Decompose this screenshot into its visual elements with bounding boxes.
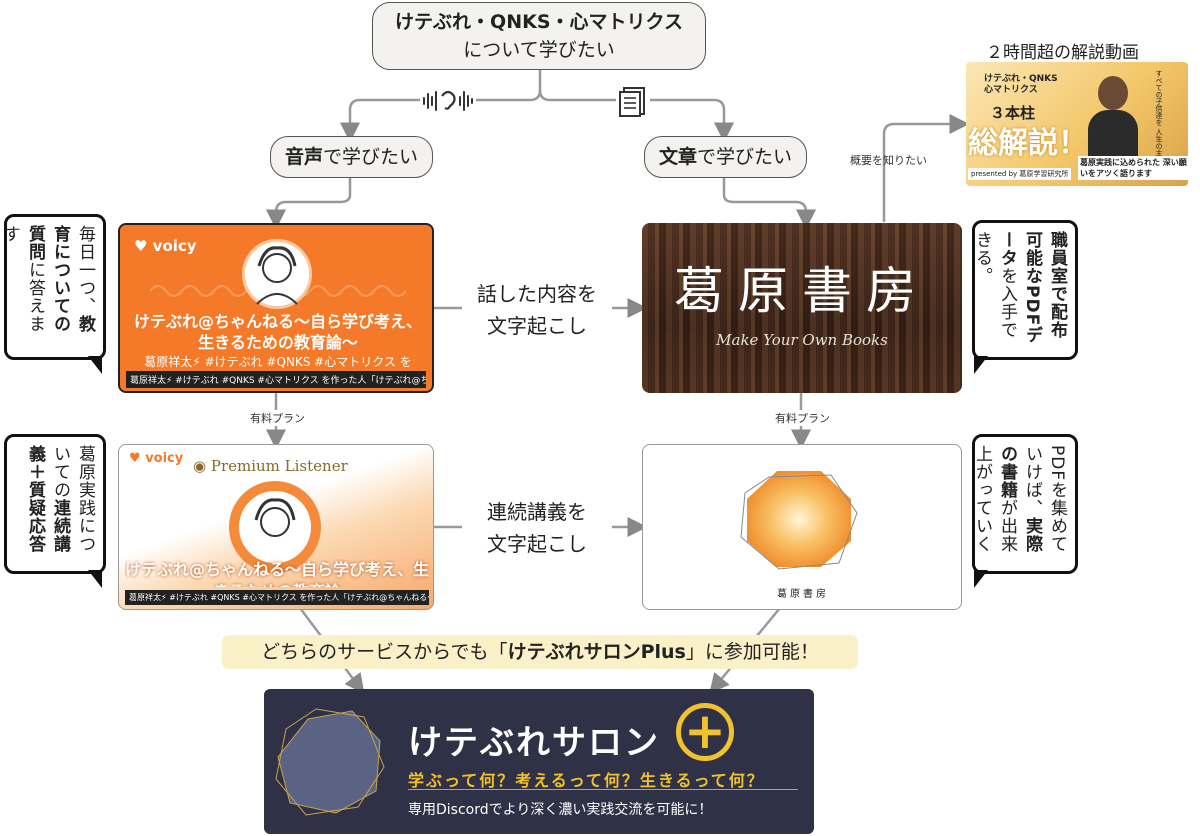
voicy-premium-logo-text: voicy — [145, 451, 184, 466]
bubble3-text-d: を入 — [997, 267, 1017, 303]
premium-badge: ◉ Premium Listener — [193, 457, 348, 475]
kuzuhara-shobo-card[interactable]: 葛原書房 Make Your Own Books — [642, 223, 962, 393]
bubble2-text-c: 連続講義＋ — [25, 445, 70, 553]
bubble3-text-e: 手できる。 — [972, 231, 1017, 339]
bubble1-text-d: に — [25, 261, 45, 279]
audio-rest: で学びたい — [323, 146, 419, 168]
bubble4-text-c: 実際の — [997, 445, 1042, 553]
bubble3-text-b: 布可能なPDF — [1022, 231, 1067, 339]
topic-title: けテぶれ・QNKS・心マトリクス — [395, 11, 683, 33]
video-thumbnail[interactable]: けテぶれ・QNKS 心マトリクス ３本柱 総解説！ すべての子供達を 人生の主人… — [966, 62, 1188, 186]
shobo-subtitle: Make Your Own Books — [716, 331, 888, 349]
bubble4-text-d: 書籍 — [997, 463, 1017, 499]
bubble-pdf-data: 職員室で配布可能なPDFデータを入手できる。 — [972, 220, 1078, 360]
shobo-book-card[interactable]: 葛原書房 — [642, 444, 962, 610]
ketebure-salon-plus-card[interactable]: けテぶれサロン + 学ぶって何？考えるって何？生きるって何？ 専用Discord… — [264, 689, 814, 834]
text-rest: で学びたい — [697, 146, 793, 168]
thumb-sub: 葛原実践に込められた 深い願いをアツく語ります — [1078, 156, 1188, 180]
speaker-photo — [1088, 76, 1138, 166]
premium-caption: 葛原祥太⚡ #けテぶれ #QNKS #心マトリクス を作った人「けテぶれ@ちゃん… — [125, 590, 429, 605]
thumb-pillar: ３本柱 — [990, 104, 1036, 122]
bubble1-tail — [88, 356, 102, 374]
premium-badge-text: Premium Listener — [210, 457, 348, 475]
bubble1-text-b: 教育につい — [50, 225, 95, 333]
voicy-logo-text: voicy — [152, 237, 197, 255]
voicy-card[interactable]: ♥ voicy けテぶれ@ちゃんねる〜自ら学び考え、生きるための教育論〜 葛原祥… — [118, 223, 434, 393]
bubble2-text-d: 質疑応答 — [25, 481, 45, 553]
transcribe2-line1: 連続講義を — [487, 500, 587, 524]
bubble4-text-a: PDFを集めてい — [1022, 445, 1067, 554]
bubble1-text-e: 答えます — [0, 225, 45, 333]
bookshelf-background — [642, 223, 962, 393]
bubble4-text-f: がっていく — [972, 463, 992, 553]
shobo-title: 葛原書房 — [674, 262, 930, 320]
transcribe-lecture-label: 連続講義を 文字起こし — [462, 496, 612, 560]
voicy-premium-logo: ♥ voicy — [129, 451, 184, 466]
salon-divider — [408, 789, 798, 790]
host-avatar — [242, 239, 312, 309]
bubble3-tail — [974, 356, 988, 374]
video-heading: ２時間超の解説動画 — [986, 43, 1139, 63]
bubble2-text-b: ついての — [50, 445, 95, 553]
voicy-caption: 葛原祥太⚡ #けテぶれ #QNKS #心マトリクス を作った人「けテぶれ@ちゃん… — [126, 371, 426, 388]
thumb-presented: presented by 葛原学習研究所 — [968, 168, 1072, 180]
text-learning-pill: 文章で学びたい — [644, 136, 808, 178]
voicy-logo: ♥ voicy — [134, 237, 197, 255]
premium-channel-title: けテぶれ@ちゃんねる〜自ら学び考え、生きるための教育論 — [125, 560, 429, 587]
bubble4-text-b: けば、 — [1022, 463, 1042, 517]
banner-strong: けテぶれサロンPlus — [507, 641, 686, 663]
bubble2-text-a: 葛原実践に — [75, 445, 95, 535]
voicy-premium-card[interactable]: ♥ voicy ◉ Premium Listener けテぶれ@ちゃんねる〜自ら… — [118, 444, 434, 610]
banner-pre: どちらのサービスからでも「 — [261, 641, 508, 663]
video-note: 概要を知りたい — [850, 154, 927, 167]
bubble3-text-c: データ — [997, 231, 1042, 345]
audio-strong: 音声 — [285, 146, 324, 168]
paid-plan-label-left: 有料プラン — [248, 410, 307, 426]
salon-footer: 専用Discordでより深く濃い実践交流を可能に！ — [408, 802, 713, 818]
transcribe-talk-label: 話した内容を 文字起こし — [462, 278, 612, 342]
bubble-book-forming: PDFを集めていけば、実際の書籍が出来上がっていく — [972, 434, 1078, 574]
thumb-big-text: 総解説！ — [968, 126, 1088, 161]
bubble-daily-question: 毎日一つ、教育についての質問に答えます — [0, 214, 106, 360]
salon-access-banner: どちらのサービスからでも「けテぶれサロンPlus」に参加可能！ — [222, 635, 858, 669]
orange-octagon-art — [739, 467, 859, 571]
text-strong: 文章 — [659, 146, 698, 168]
transcribe1-line2: 文字起こし — [487, 314, 587, 338]
bubble4-text-e: が出来上 — [972, 445, 1017, 553]
bubble3-text-a: 職員室で配 — [1047, 231, 1067, 321]
bubble1-text-c: ての質問 — [25, 225, 70, 333]
premium-host-avatar — [239, 491, 311, 563]
salon-plus-icon: + — [676, 703, 734, 761]
transcribe1-line1: 話した内容を — [477, 282, 597, 306]
topic-subtitle: について学びたい — [463, 39, 615, 61]
voicy-tags: 葛原祥太⚡ #けテぶれ #QNKS #心マトリクス を — [144, 355, 412, 369]
bubble4-tail — [974, 570, 988, 588]
audio-learning-pill: 音声で学びたい — [270, 136, 434, 178]
thumb-side: すべての子供達を 人生の主人公に — [1155, 70, 1163, 178]
document-icon — [616, 84, 650, 118]
bubble-lecture-series: 葛原実践についての連続講義＋質疑応答 — [4, 434, 106, 574]
salon-tagline: 学ぶって何？考えるって何？生きるって何？ — [408, 771, 765, 790]
transcribe2-line2: 文字起こし — [487, 532, 587, 556]
bubble2-tail — [88, 570, 102, 588]
salon-title: けテぶれサロン — [408, 723, 660, 763]
paid-plan-label-right: 有料プラン — [773, 410, 832, 426]
voicy-channel-title: けテぶれ@ちゃんねる〜自ら学び考え、生きるための教育論〜 — [133, 312, 422, 352]
thumb-small-text: けテぶれ・QNKS 心マトリクス — [984, 74, 1058, 95]
banner-post: 」に参加可能！ — [685, 641, 819, 663]
ear-sound-icon — [420, 88, 476, 114]
bubble1-text-a: 毎日一つ、 — [75, 225, 95, 315]
salon-octagon-art — [272, 707, 388, 819]
learning-goal-box: けテぶれ・QNKS・心マトリクス について学びたい — [372, 2, 706, 70]
shobo-caption: 葛原書房 — [777, 589, 829, 600]
